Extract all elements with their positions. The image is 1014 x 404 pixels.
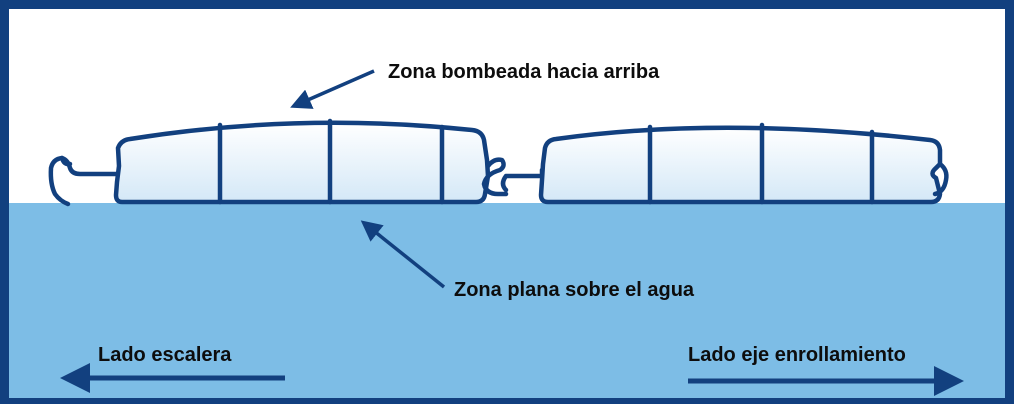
slat-connector	[481, 157, 545, 197]
slat-left	[48, 118, 491, 207]
label-stair-side: Lado escalera	[98, 344, 232, 366]
slat-left-hook-tip	[59, 155, 73, 167]
connector-hook-a	[481, 157, 509, 197]
slat-right-hook	[932, 161, 949, 197]
slat-right-body	[538, 125, 943, 205]
pointer-arrow-raised	[290, 69, 375, 109]
water-area	[8, 203, 1009, 401]
slat-left-hook	[48, 155, 120, 207]
slat-right	[538, 122, 949, 205]
slat-left-body	[113, 120, 491, 205]
label-roller-side: Lado eje enrollamiento	[688, 344, 906, 366]
label-raised-zone: Zona bombeada hacia arriba	[388, 61, 660, 83]
connector-hook-b	[500, 167, 545, 193]
label-flat-zone: Zona plana sobre el agua	[454, 279, 695, 301]
pointer-arrow-flat	[360, 220, 446, 289]
